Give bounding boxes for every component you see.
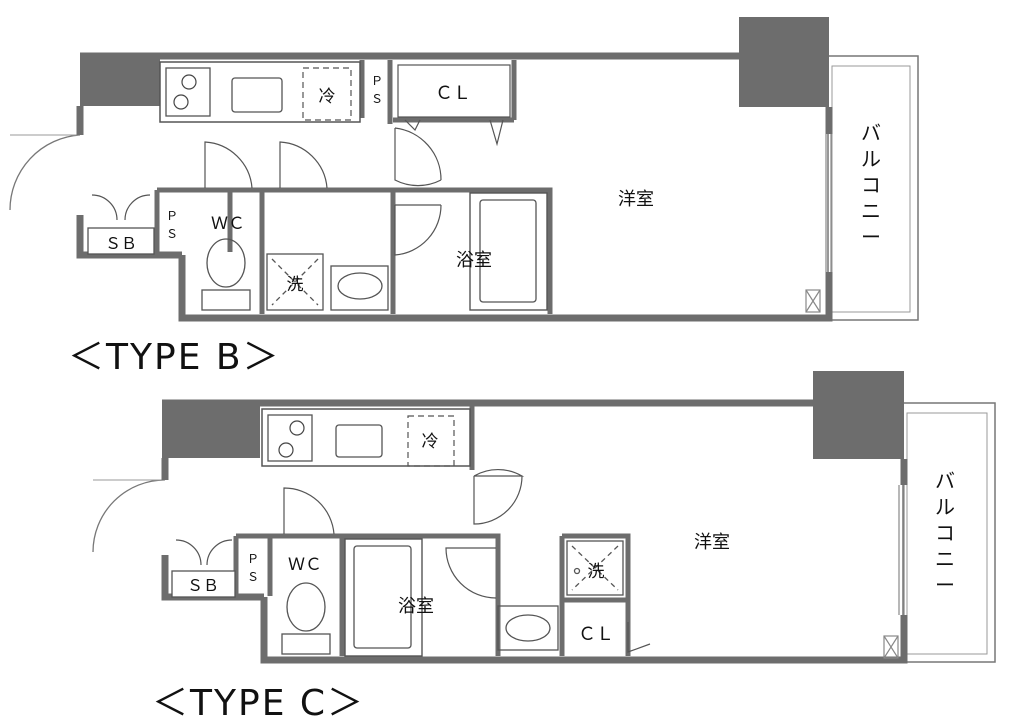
balcony-char: ー: [935, 573, 955, 597]
balcony-char: ル: [935, 495, 955, 519]
balcony-char: ニ: [861, 199, 881, 223]
label-washer-b: 洗: [287, 275, 304, 295]
bathtub-c: [344, 538, 423, 657]
title-type-c: ＜TYPE C＞: [152, 683, 366, 724]
balcony-char: ー: [861, 225, 881, 249]
label-closet-b: ＣＬ: [435, 83, 471, 104]
washer-area-c: [497, 540, 624, 651]
label-bathroom-c: 浴室: [398, 596, 434, 617]
label-ps-c-s: Ｓ: [247, 570, 259, 584]
balcony-char: ニ: [935, 547, 955, 571]
pillar-c-right: [813, 371, 904, 459]
shoe-box-c: [171, 570, 236, 598]
label-balcony-c: バ ル コ ニ ー: [935, 469, 955, 597]
label-bathroom-b: 浴室: [456, 250, 492, 271]
label-western-room-b: 洋室: [618, 189, 654, 210]
label-wc-c: ＷＣ: [288, 555, 322, 575]
entrance-door-b: [9, 134, 81, 211]
label-fridge-b: 冷: [319, 87, 336, 107]
kitchen-counter-c: [261, 408, 471, 467]
interior-walls-b: [154, 60, 553, 314]
label-fridge-c: 冷: [422, 432, 439, 452]
balcony-char: バ: [861, 121, 881, 145]
shoe-box-b: [87, 227, 155, 255]
title-type-b: ＜TYPE B＞: [68, 337, 281, 378]
balcony-c: [902, 402, 996, 663]
pillar-b-right: [739, 17, 829, 107]
label-balcony-b: バ ル コ ニ ー: [861, 121, 881, 249]
label-ps-top-b-s: Ｓ: [371, 92, 383, 106]
label-western-room-c: 洋室: [694, 532, 730, 553]
kitchen-counter-b: [159, 61, 361, 123]
pillar-c-left: [162, 403, 260, 458]
balcony-char: ル: [861, 147, 881, 171]
balcony-b: [827, 55, 919, 321]
label-ps-b-s: Ｓ: [166, 227, 178, 241]
entrance-door-c: [92, 479, 166, 553]
doors-c: [175, 469, 651, 653]
label-ps-top-b-p: Ｐ: [371, 74, 383, 88]
plan-type-c: 洋室 浴室 ＣＬ ＷＣ ＳＢ Ｐ Ｓ 冷 洗 バ ル コ ニ ー: [92, 371, 996, 664]
pillar-b-left: [80, 56, 160, 106]
balcony-char: コ: [935, 521, 955, 545]
label-washer-c: 洗: [588, 562, 605, 582]
outer-walls-b: [76, 52, 833, 322]
balcony-char: バ: [935, 469, 955, 493]
washer-area-b: [266, 253, 389, 311]
balcony-char: コ: [861, 173, 881, 197]
toilet-b: [201, 238, 251, 311]
doors-b: [91, 127, 442, 256]
label-ps-c-p: Ｐ: [247, 552, 259, 566]
window-b: [805, 134, 832, 313]
bathtub-b: [469, 192, 548, 311]
label-ps-b-p: Ｐ: [166, 209, 178, 223]
plan-type-b: 洋室 浴室 ＣＬ ＷＣ ＳＢ Ｐ Ｓ Ｐ Ｓ 冷 洗 バ ル コ ニ ー: [9, 17, 919, 322]
toilet-c: [281, 582, 331, 655]
window-c: [883, 485, 905, 659]
label-closet-c: ＣＬ: [578, 624, 614, 645]
interior-walls-c: [233, 405, 631, 656]
label-sb-b: ＳＢ: [105, 234, 137, 253]
label-wc-b: ＷＣ: [211, 214, 245, 234]
closet-b: [397, 64, 511, 147]
label-sb-c: ＳＢ: [187, 576, 219, 595]
outer-walls-c: [161, 399, 908, 664]
